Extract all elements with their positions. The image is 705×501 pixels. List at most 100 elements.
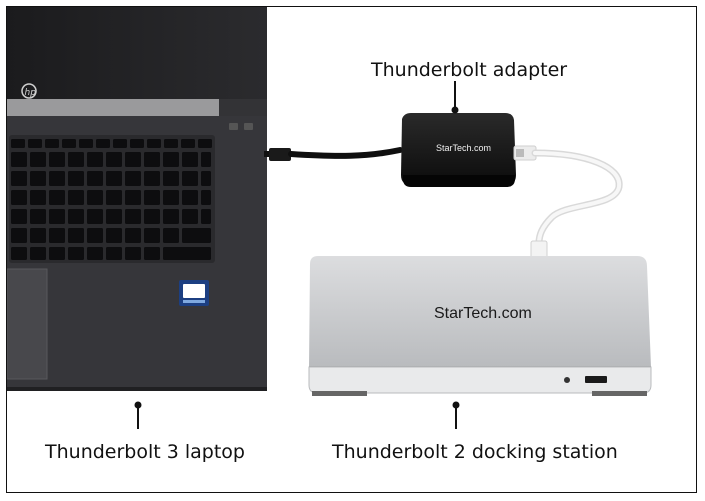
keyboard-key — [163, 247, 211, 260]
keyboard-key — [49, 247, 65, 260]
keyboard-key — [144, 171, 160, 186]
laptop-callout-dot — [134, 401, 142, 409]
keyboard-key — [201, 209, 211, 224]
keyboard-key — [125, 171, 141, 186]
intel-sticker-icon — [179, 280, 209, 306]
keyboard-key — [11, 209, 27, 224]
keyboard-key — [144, 209, 160, 224]
keyboard-key — [30, 190, 46, 205]
keyboard-key — [49, 171, 65, 186]
keyboard-key — [79, 139, 93, 148]
keyboard-key — [182, 209, 198, 224]
keyboard-key — [30, 247, 46, 260]
thunderbolt-3-cable — [269, 147, 403, 161]
keyboard-key — [49, 228, 65, 243]
keyboard-key — [106, 190, 122, 205]
laptop-hinge — [7, 99, 219, 116]
keyboard-key — [201, 152, 211, 167]
keyboard-key — [144, 247, 160, 260]
hp-logo-icon: hp — [21, 83, 37, 99]
thunderbolt-2-cable — [530, 149, 623, 264]
keyboard-key — [144, 228, 160, 243]
keyboard-key — [87, 209, 103, 224]
keyboard-key — [106, 228, 122, 243]
keyboard-key — [182, 228, 211, 243]
keyboard-key — [11, 190, 27, 205]
keyboard-key — [49, 209, 65, 224]
keyboard-key — [106, 152, 122, 167]
callout-lines — [134, 81, 460, 429]
keyboard-key — [147, 139, 161, 148]
keyboard-key — [181, 139, 195, 148]
keyboard-key — [68, 209, 84, 224]
keyboard-key — [11, 139, 25, 148]
keyboard-key — [182, 171, 198, 186]
keyboard-key — [106, 209, 122, 224]
usb-port-icon — [585, 376, 607, 383]
keyboard-key — [68, 171, 84, 186]
keyboard-key — [164, 139, 178, 148]
keyboard-key — [30, 152, 46, 167]
laptop: hp — [7, 7, 272, 391]
laptop-label: Thunderbolt 3 laptop — [45, 441, 245, 463]
keyboard-key — [163, 152, 179, 167]
keyboard-key — [163, 209, 179, 224]
keyboard-key — [182, 190, 198, 205]
dock-callout-dot — [452, 401, 460, 409]
adapter-callout-dot — [451, 106, 459, 114]
keyboard-key — [125, 190, 141, 205]
keyboard-key — [163, 171, 179, 186]
keyboard-key — [113, 139, 127, 148]
keyboard-key — [11, 171, 27, 186]
keyboard-key — [198, 139, 212, 148]
keyboard-key — [201, 190, 211, 205]
keyboard-key — [11, 228, 27, 243]
dock-brand: StarTech.com — [434, 305, 532, 322]
headphone-jack-icon — [564, 377, 570, 383]
keyboard-key — [201, 171, 211, 186]
thunderbolt-adapter: StarTech.com — [401, 113, 537, 187]
diagram-frame: hp — [6, 6, 697, 493]
keyboard-key — [106, 171, 122, 186]
keyboard-key — [87, 228, 103, 243]
keyboard-key — [68, 152, 84, 167]
connection-illustration: hp — [7, 7, 652, 429]
dock-label: Thunderbolt 2 docking station — [332, 441, 618, 463]
keyboard-key — [49, 190, 65, 205]
laptop-lid — [7, 7, 267, 99]
keyboard-key — [144, 152, 160, 167]
keyboard-key — [30, 209, 46, 224]
keyboard-key — [68, 247, 84, 260]
svg-text:hp: hp — [25, 88, 37, 98]
keyboard-key — [87, 171, 103, 186]
keyboard-key — [68, 228, 84, 243]
keyboard-key — [96, 139, 110, 148]
keyboard-key — [125, 152, 141, 167]
keyboard-key — [87, 152, 103, 167]
keyboard-key — [163, 228, 179, 243]
keyboard-key — [87, 190, 103, 205]
keyboard-key — [30, 228, 46, 243]
keyboard-key — [11, 247, 27, 260]
keyboard-key — [182, 152, 198, 167]
keyboard-key — [144, 190, 160, 205]
keyboard-key — [87, 247, 103, 260]
keyboard-key — [125, 228, 141, 243]
keyboard-key — [125, 247, 141, 260]
keyboard-key — [163, 190, 179, 205]
keyboard-key — [45, 139, 59, 148]
laptop-touchpad — [7, 268, 48, 380]
docking-station: StarTech.com — [308, 256, 652, 396]
adapter-brand: StarTech.com — [436, 143, 491, 153]
keyboard-key — [68, 190, 84, 205]
keyboard-key — [62, 139, 76, 148]
keyboard-key — [130, 139, 144, 148]
keyboard-key — [49, 152, 65, 167]
keyboard-key — [106, 247, 122, 260]
keyboard-key — [11, 152, 27, 167]
keyboard-key — [30, 171, 46, 186]
adapter-label: Thunderbolt adapter — [371, 59, 568, 81]
keyboard-key — [28, 139, 42, 148]
keyboard-key — [125, 209, 141, 224]
laptop-keyboard — [11, 139, 212, 260]
